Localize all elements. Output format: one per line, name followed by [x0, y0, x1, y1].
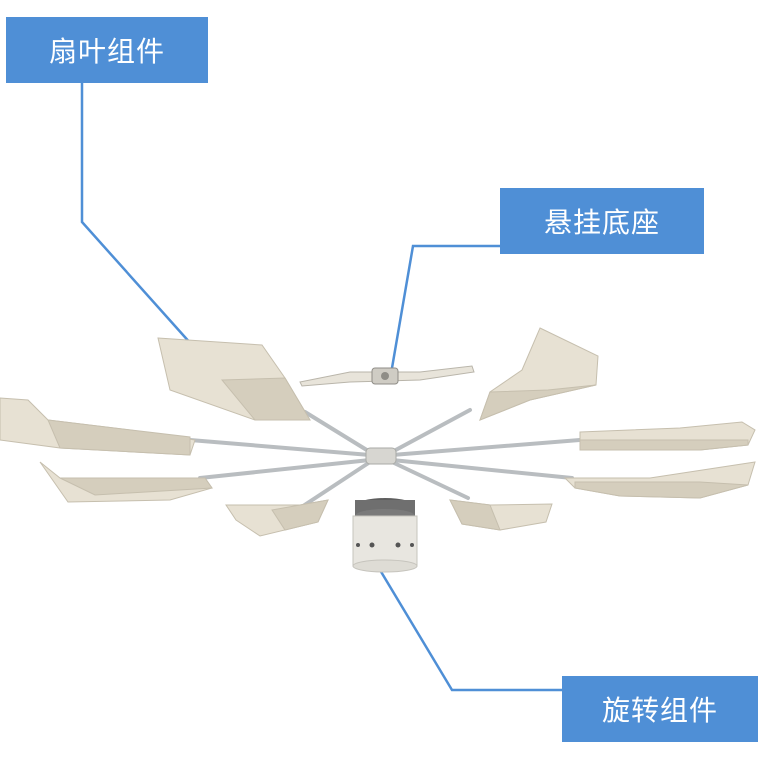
- arm-5: [390, 408, 472, 454]
- leader-line-rotating-assembly: [378, 569, 562, 692]
- leader-line-hanging-base: [390, 244, 500, 369]
- leader-lines: [80, 83, 562, 692]
- blade-upper-left: [157, 337, 311, 421]
- blade-lower-far-right: [563, 461, 756, 499]
- arm-1: [303, 410, 372, 454]
- rotating-assembly-body: [352, 515, 418, 567]
- blade-lower-far-left: [39, 461, 213, 503]
- central-hub-joint: [365, 447, 397, 465]
- callout-fan-blade-assembly: 扇叶组件: [6, 17, 208, 83]
- blade-lower-right: [449, 499, 553, 531]
- leader-line-fan-blade: [80, 83, 193, 346]
- blade-upper-right: [479, 327, 599, 421]
- arm-2: [188, 438, 372, 457]
- callout-rotating-assembly: 旋转组件: [562, 676, 758, 742]
- rotating-assembly: [352, 498, 418, 573]
- hanging-base: [299, 365, 475, 387]
- arm-3: [198, 458, 372, 480]
- blade-lower-left: [225, 499, 329, 537]
- arm-4: [298, 460, 372, 510]
- fan-blades: [0, 327, 756, 537]
- arm-7: [390, 458, 574, 480]
- blade-far-left: [0, 397, 196, 456]
- blade-far-right: [579, 421, 756, 451]
- callout-hanging-base: 悬挂底座: [500, 188, 704, 254]
- arm-8: [390, 460, 470, 500]
